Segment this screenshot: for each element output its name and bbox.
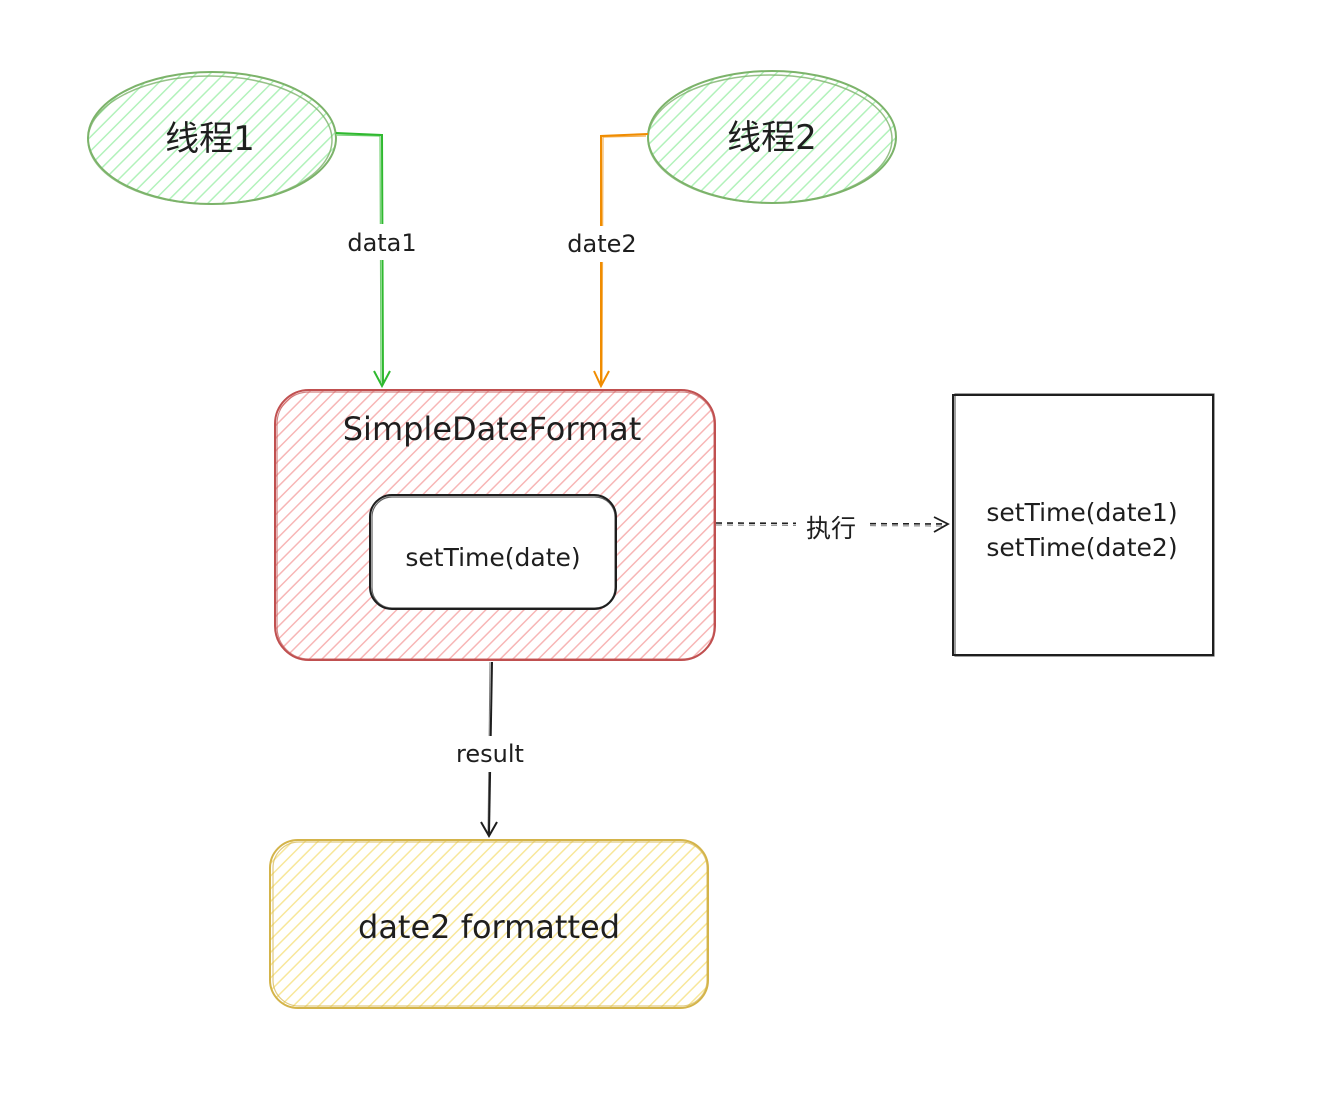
settime-inner-node[interactable]: setTime(date) [369,494,617,610]
thread1-node[interactable]: 线程1 [87,71,337,205]
thread1-label: 线程1 [165,119,255,159]
arrow-thread1-to-sdf[interactable]: data1 [335,132,424,389]
thread2-node[interactable]: 线程2 [647,70,897,204]
execution-line-1: setTime(date1) [986,498,1177,527]
simpledateformat-node[interactable]: SimpleDateFormat setTime(date) [274,389,716,661]
execution-line-2: setTime(date2) [986,533,1177,562]
arrow-sdf-to-exec[interactable]: 执行 [715,508,950,544]
edge-label-result: result [456,740,524,768]
edge-label-date2: date2 [567,230,636,258]
thread2-label: 线程2 [727,118,817,158]
execution-node[interactable]: setTime(date1) setTime(date2) [952,393,1215,657]
result-label: date2 formatted [358,908,620,946]
edge-label-data1: data1 [347,229,416,257]
arrow-sdf-to-result[interactable]: result [442,661,538,839]
arrow-thread2-to-sdf[interactable]: date2 [558,133,649,389]
sdf-title: SimpleDateFormat [343,410,642,448]
result-node[interactable]: date2 formatted [269,839,709,1009]
settime-inner-label: setTime(date) [405,543,580,572]
edge-label-execute: 执行 [806,514,856,543]
